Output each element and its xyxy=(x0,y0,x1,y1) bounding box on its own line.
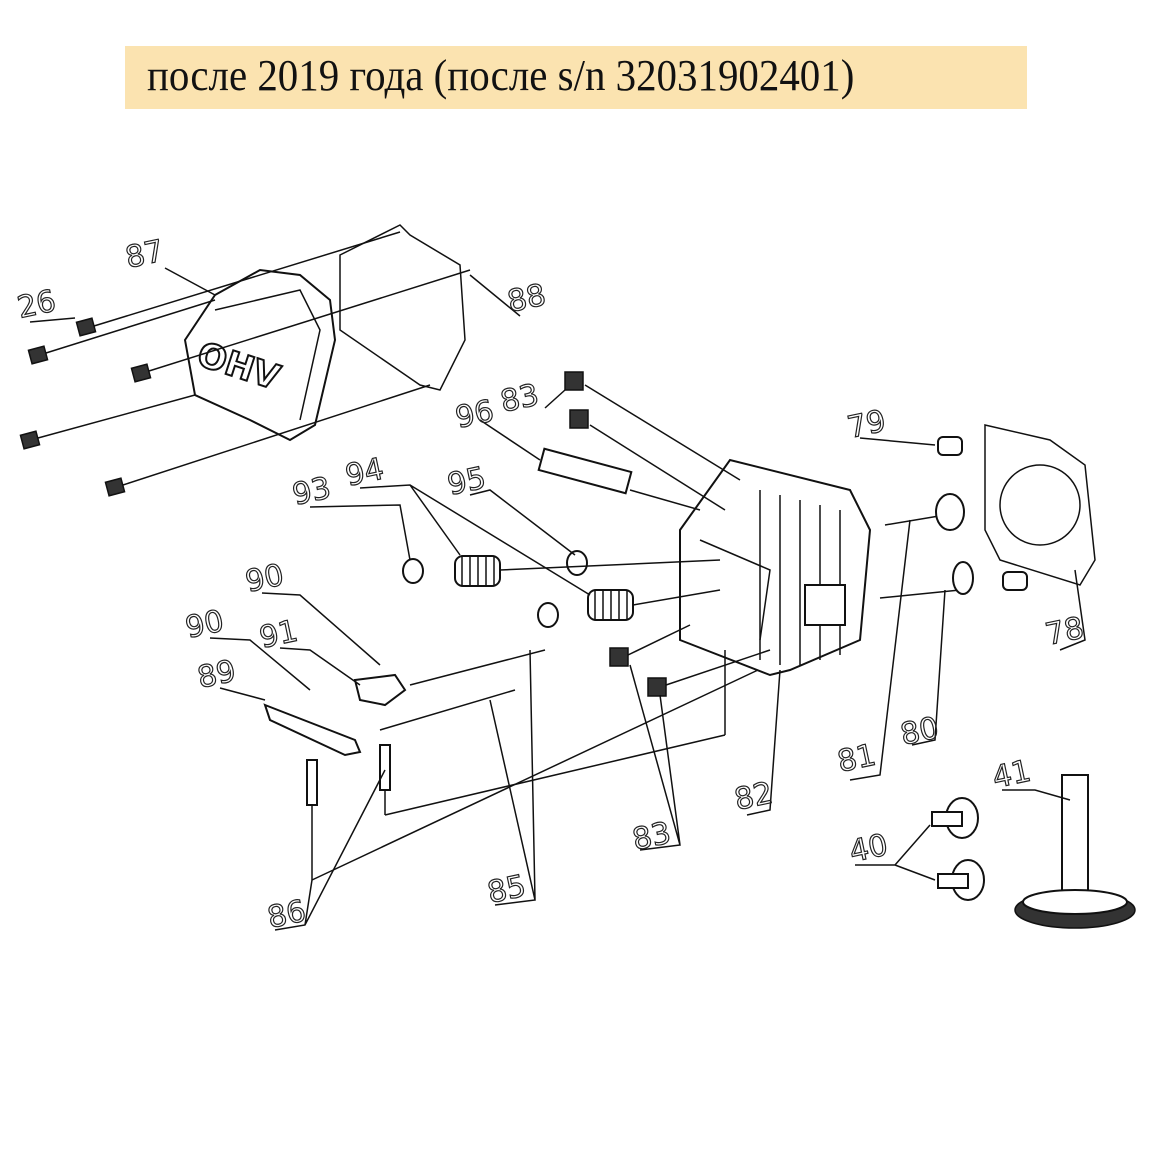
label-79: 79 xyxy=(844,404,889,446)
label-86: 86 xyxy=(264,894,309,936)
cover-gasket xyxy=(339,224,466,391)
label-88: 88 xyxy=(504,278,549,320)
label-83-top: 83 xyxy=(497,378,542,420)
label-93: 93 xyxy=(289,471,334,513)
label-90-top: 90 xyxy=(242,558,287,600)
cover-bolts xyxy=(19,231,471,497)
label-82: 82 xyxy=(731,776,776,818)
label-94: 94 xyxy=(342,452,387,494)
label-90-left: 90 xyxy=(182,604,227,646)
label-80: 80 xyxy=(897,711,942,753)
page-title: после 2019 года (после s/n 32031902401) xyxy=(147,51,855,100)
valve-springs xyxy=(402,550,721,628)
label-91: 91 xyxy=(256,614,301,656)
label-26: 26 xyxy=(14,284,59,326)
label-87: 87 xyxy=(122,234,167,276)
label-81: 81 xyxy=(834,738,879,780)
label-85: 85 xyxy=(484,869,529,911)
gasket-bore xyxy=(999,464,1081,546)
label-83-bottom: 83 xyxy=(629,816,674,858)
leader-lines xyxy=(29,267,1086,931)
label-89: 89 xyxy=(194,654,239,696)
valve-cover: OHV xyxy=(183,268,337,442)
spark-plug xyxy=(537,447,701,511)
head-bolts xyxy=(564,371,771,697)
camshaft xyxy=(1014,774,1136,929)
label-95: 95 xyxy=(444,461,489,503)
label-78: 78 xyxy=(1042,611,1087,653)
part-labels: 87 26 88 96 83 79 93 94 95 90 91 90 89 8… xyxy=(14,233,1088,936)
label-40: 40 xyxy=(846,828,891,870)
label-96: 96 xyxy=(452,394,497,436)
title-banner: после 2019 года (после s/n 32031902401) xyxy=(125,46,1027,109)
cylinder-head xyxy=(679,458,872,677)
head-gasket xyxy=(984,424,1096,586)
rocker-assembly xyxy=(263,649,759,881)
label-41: 41 xyxy=(989,754,1034,796)
tappets xyxy=(931,797,985,901)
valves xyxy=(879,436,1028,599)
